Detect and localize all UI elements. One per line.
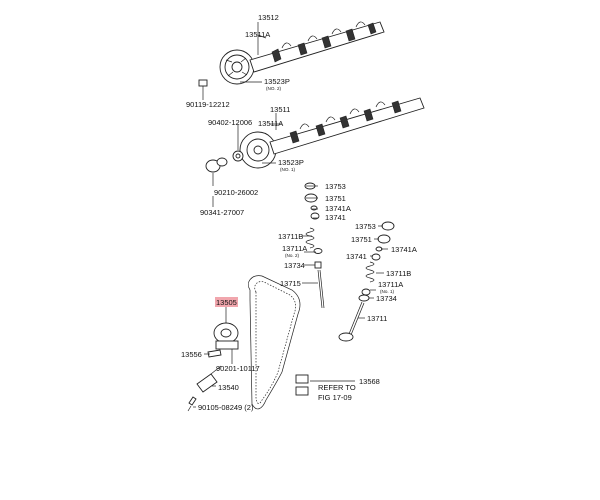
label-13556: 13556	[181, 350, 202, 359]
label-13511A-mid: 13511A	[258, 119, 283, 128]
label-13523P-mid: 13523P	[278, 158, 304, 167]
label-90341: 90341-27007	[200, 208, 244, 217]
tensioner-13540[interactable]	[196, 365, 222, 393]
bolt-13556[interactable]	[207, 349, 222, 358]
label-13734-right: 13734	[376, 294, 397, 303]
label-90402: 90402-12006	[208, 118, 252, 127]
label-13734-left: 13734	[284, 261, 305, 270]
bolt-90402[interactable]	[232, 150, 244, 162]
idler-pulley-13505[interactable]	[213, 322, 239, 350]
leader-lines	[193, 22, 388, 408]
camshaft-no1[interactable]	[239, 97, 425, 169]
label-13511: 13511	[270, 105, 290, 114]
belt-guide-13568[interactable]	[295, 374, 309, 396]
label-13715: 13715	[280, 279, 301, 288]
refer-line-2: FIG 17-09	[318, 393, 352, 402]
label-13751-right: 13751	[351, 235, 372, 244]
label-13741-right: 13741	[346, 252, 367, 261]
label-13505: 13505	[216, 298, 237, 307]
seal-90210[interactable]	[205, 157, 228, 173]
refer-line-1: REFER TO	[318, 383, 356, 392]
label-13523P-top-sub: (NO. 2)	[266, 86, 282, 91]
label-13523P-mid-sub: (NO. 1)	[280, 167, 296, 172]
bolt-90105[interactable]	[187, 396, 197, 412]
label-13511A-top: 13511A	[245, 30, 270, 39]
label-13751-left: 13751	[325, 194, 346, 203]
label-13741A-right: 13741A	[391, 245, 417, 254]
label-13753-right: 13753	[355, 222, 376, 231]
highlight-13505	[215, 297, 238, 307]
pin-90119[interactable]	[198, 79, 208, 96]
label-13711: 13711	[367, 314, 387, 323]
label-13753-left: 13753	[325, 182, 346, 191]
label-13512: 13512	[258, 13, 279, 22]
label-13711A-left-sub: (No. 2)	[285, 253, 300, 258]
camshaft-no2[interactable]	[219, 21, 385, 85]
label-90210: 90210-26002	[214, 188, 258, 197]
label-13711B-left: 13711B	[278, 232, 303, 241]
part-labels: 13512 13511A 13523P (NO. 2) 90119-12212 …	[181, 13, 417, 412]
label-90105: 90105-08249 (2)	[198, 403, 254, 412]
label-13711B-right: 13711B	[386, 269, 411, 278]
valve-parts-left[interactable]	[304, 182, 325, 309]
label-90201: 90201-10117	[216, 364, 260, 373]
label-13540: 13540	[218, 383, 239, 392]
label-13741-left: 13741	[325, 213, 346, 222]
label-13711A-right: 13711A	[378, 280, 403, 289]
label-13711A-left: 13711A	[282, 244, 307, 253]
label-13711A-right-sub: (No. 1)	[380, 289, 395, 294]
label-13741A-left: 13741A	[325, 204, 351, 213]
label-13568: 13568	[359, 377, 380, 386]
timing-belt[interactable]	[248, 275, 301, 410]
label-90119: 90119-12212	[186, 100, 230, 109]
label-13523P-top: 13523P	[264, 77, 290, 86]
